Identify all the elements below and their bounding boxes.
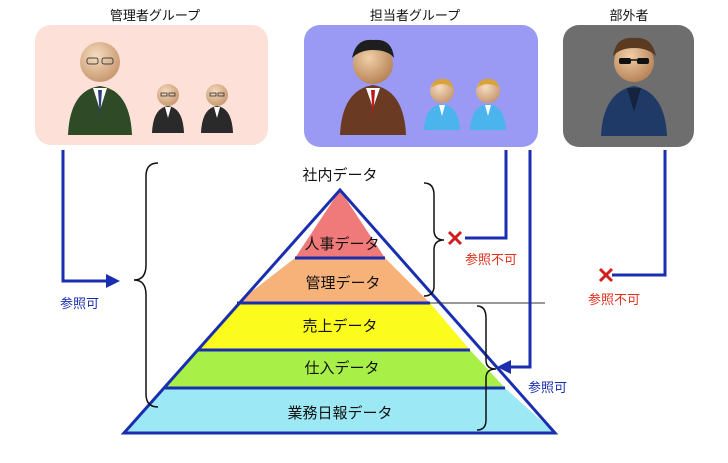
- staff-person-small-icon-2: [470, 78, 506, 130]
- pyramid-title: 社内データ: [302, 166, 377, 184]
- admin-scope-brace: [133, 162, 159, 408]
- staff-deny-x-icon: [447, 230, 463, 246]
- tier-label-4: 仕入データ: [304, 359, 379, 377]
- staff-group-title: 担当者グループ: [369, 9, 461, 24]
- tier-label-1: 人事データ: [304, 235, 379, 253]
- staff-access-label: 参照可: [528, 380, 567, 396]
- outsider-person-icon: [601, 37, 667, 136]
- tier-label-3: 売上データ: [302, 317, 377, 335]
- tier-2-fill: [237, 258, 430, 303]
- staff-person-small-icon-1: [424, 78, 460, 130]
- tier-label-2: 管理データ: [305, 274, 380, 292]
- outsider-denied-line: [612, 150, 667, 277]
- admin-group-title: 管理者グループ: [109, 9, 201, 24]
- admin-access-arrow: [61, 150, 112, 283]
- lower-tiers-brace: [476, 305, 497, 431]
- upper-tiers-brace: [423, 182, 445, 297]
- tier-5-fill: [124, 388, 555, 433]
- tier-1-fill: [295, 190, 385, 258]
- admin-person-large-icon: [68, 42, 132, 135]
- staff-denied-label: 参照不可: [465, 252, 517, 268]
- staff-denied-line: [465, 150, 508, 240]
- tier-4-fill: [163, 350, 505, 388]
- outsider-deny-x-icon: [598, 267, 614, 283]
- outsider-group-title: 部外者: [609, 9, 649, 24]
- data-pyramid: [120, 187, 559, 435]
- outsider-denied-label: 参照不可: [588, 292, 640, 308]
- staff-access-arrow: [505, 150, 532, 369]
- tier-label-5: 業務日報データ: [287, 404, 392, 422]
- admin-person-small-icon-2: [201, 84, 233, 133]
- staff-person-large-icon: [340, 39, 406, 135]
- admin-person-small-icon-1: [152, 84, 184, 133]
- admin-access-label: 参照可: [60, 296, 99, 312]
- tier-3-fill: [198, 303, 470, 350]
